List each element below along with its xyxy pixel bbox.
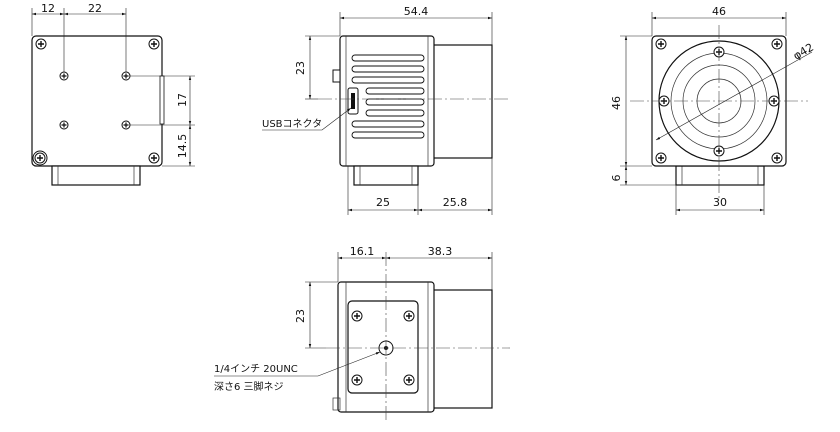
dim-17: 17 <box>176 93 189 107</box>
dim-16-1: 16.1 <box>350 245 375 258</box>
side-view <box>262 12 510 215</box>
dim-6: 6 <box>610 175 623 182</box>
dim-12: 12 <box>41 2 55 15</box>
dim-46-width: 46 <box>712 5 726 18</box>
dim-46-height: 46 <box>610 96 623 110</box>
usb-label: USBコネクタ <box>262 118 322 130</box>
dim-14-5: 14.5 <box>176 134 189 159</box>
dim-23-side: 23 <box>294 61 307 75</box>
dim-25: 25 <box>376 196 390 209</box>
front-view <box>620 12 813 215</box>
back-view <box>31 8 195 186</box>
dim-38-3: 38.3 <box>428 245 453 258</box>
tripod-label-2: 深さ6 三脚ネジ <box>214 380 284 393</box>
dim-25-8: 25.8 <box>443 196 468 209</box>
tripod-label-1: 1/4インチ 20UNC <box>214 363 298 375</box>
dim-phi42: φ42 <box>791 41 816 63</box>
dim-54-4: 54.4 <box>404 5 429 18</box>
bottom-view <box>214 252 510 420</box>
dim-30: 30 <box>713 196 727 209</box>
dim-22: 22 <box>88 2 102 15</box>
dim-23-bottom: 23 <box>294 309 307 323</box>
